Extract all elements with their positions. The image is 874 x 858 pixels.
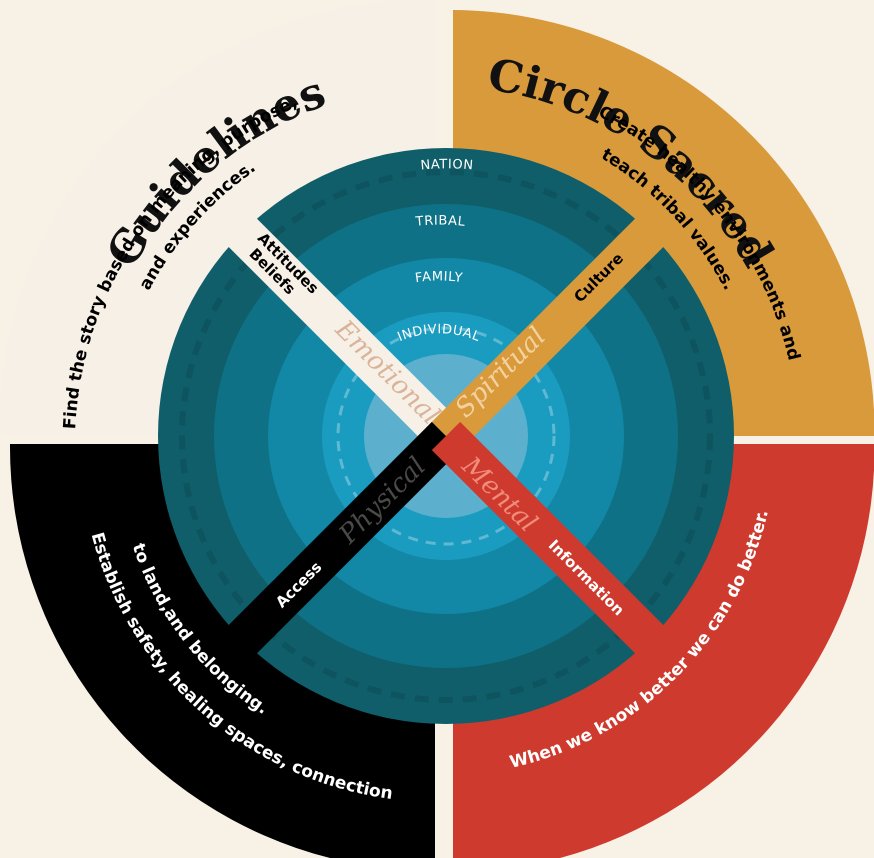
ring-tribal-text: TRIBAL <box>414 213 466 230</box>
ring-label-individual: INDIVIDUAL <box>395 322 482 345</box>
arm-emotional <box>219 209 461 451</box>
arm-spiritual <box>431 209 673 451</box>
ring-label-tribal: TRIBAL <box>414 213 466 230</box>
ring-individual-text: INDIVIDUAL <box>395 322 482 345</box>
arm-physical <box>219 421 461 663</box>
arm-mental <box>431 421 673 663</box>
ring-family-text: FAMILY <box>414 269 463 286</box>
ring-label-nation: NATION <box>420 157 474 173</box>
ring-pattern-outer <box>179 169 713 703</box>
ring-label-family: FAMILY <box>414 269 463 286</box>
ring-pattern-outline <box>336 326 556 546</box>
ring-nation-text: NATION <box>420 157 474 173</box>
